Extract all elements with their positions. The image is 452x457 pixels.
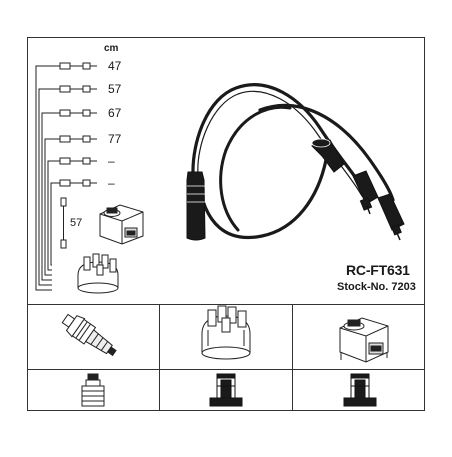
cable-row-4-icon [59, 135, 97, 143]
stock-number: Stock-No. 7203 [337, 281, 416, 293]
ignition-coil-icon [339, 317, 389, 363]
cable-row-3-icon [59, 109, 97, 117]
length-row-2: 57 [108, 82, 122, 96]
coil-connector-icon [343, 373, 377, 407]
cap-connector-icon [209, 373, 243, 407]
plug-connector-icon [81, 373, 105, 407]
frame [27, 37, 425, 411]
ignition-coil-icon-small [99, 204, 144, 245]
length-row-3: 67 [108, 106, 122, 120]
cable-row-2-icon [59, 85, 97, 93]
cable-bracket-lines [35, 65, 60, 291]
length-row-1: 47 [108, 59, 122, 73]
angled-connector-icon [311, 138, 345, 173]
coil-lead-icon [60, 197, 67, 249]
length-row-6: – [108, 176, 115, 190]
straight-plug-boot-icon [186, 171, 206, 241]
plug-boot-3-icon [377, 193, 405, 241]
length-row-5: – [108, 154, 115, 168]
length-row-4: 77 [108, 132, 122, 146]
cable-row-1-icon [59, 62, 97, 70]
cable-row-6-icon [59, 179, 97, 187]
plug-boot-2-icon [352, 170, 379, 215]
part-number: RC-FT631 [346, 262, 410, 278]
distributor-cap-icon [201, 305, 251, 360]
length-unit-label: cm [104, 43, 119, 54]
spark-plug-icon [61, 313, 117, 357]
coil-lead-length: 57 [70, 217, 83, 229]
distributor-cap-icon-small [77, 253, 119, 294]
cable-row-5-icon [59, 157, 97, 165]
ignition-cable-set-icon [191, 83, 395, 239]
length-cable-icons [59, 62, 97, 187]
